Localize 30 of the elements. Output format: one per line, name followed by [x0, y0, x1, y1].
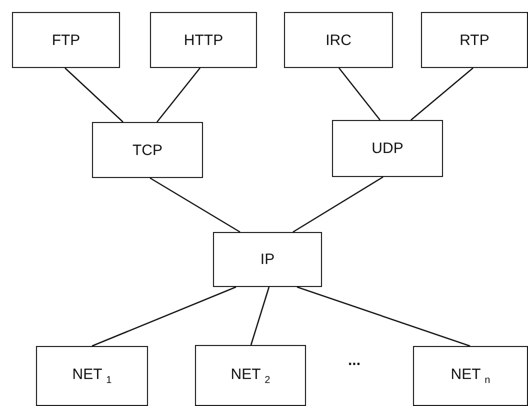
protocol-name: NET $_{2}$	[230, 366, 270, 386]
protocol-name: TCP	[132, 142, 162, 158]
protocol-name: FTP	[52, 32, 80, 48]
protocol-box	[213, 232, 322, 287]
protocol-box	[92, 122, 203, 178]
protocol-box	[332, 120, 443, 177]
connector-line	[292, 176, 384, 233]
protocol-box	[413, 346, 528, 406]
protocol-box	[36, 346, 148, 406]
connector-line	[410, 68, 474, 120]
protocol-name: HTTP	[184, 32, 224, 48]
protocol-name: UDP	[372, 140, 404, 157]
ellipsis-text: ...	[348, 352, 361, 369]
connector-line	[150, 177, 240, 233]
connector-line	[250, 286, 270, 346]
protocol-box	[12, 12, 120, 68]
protocol-box	[421, 12, 528, 68]
connector-line	[156, 68, 200, 122]
connector-line	[92, 286, 236, 347]
connector-line	[64, 68, 124, 122]
protocol-name: NET $_{1}$	[72, 366, 112, 386]
protocol-name: NET $_{n}$	[450, 366, 490, 386]
connector-line	[338, 68, 381, 120]
protocol-name: IRC	[326, 32, 352, 48]
protocol-box	[284, 12, 393, 68]
connector-line	[296, 286, 470, 347]
protocol-box	[195, 345, 306, 406]
protocol-name: RTP	[460, 32, 490, 48]
protocol-box	[150, 12, 257, 68]
protocol-name: IP	[260, 251, 275, 268]
